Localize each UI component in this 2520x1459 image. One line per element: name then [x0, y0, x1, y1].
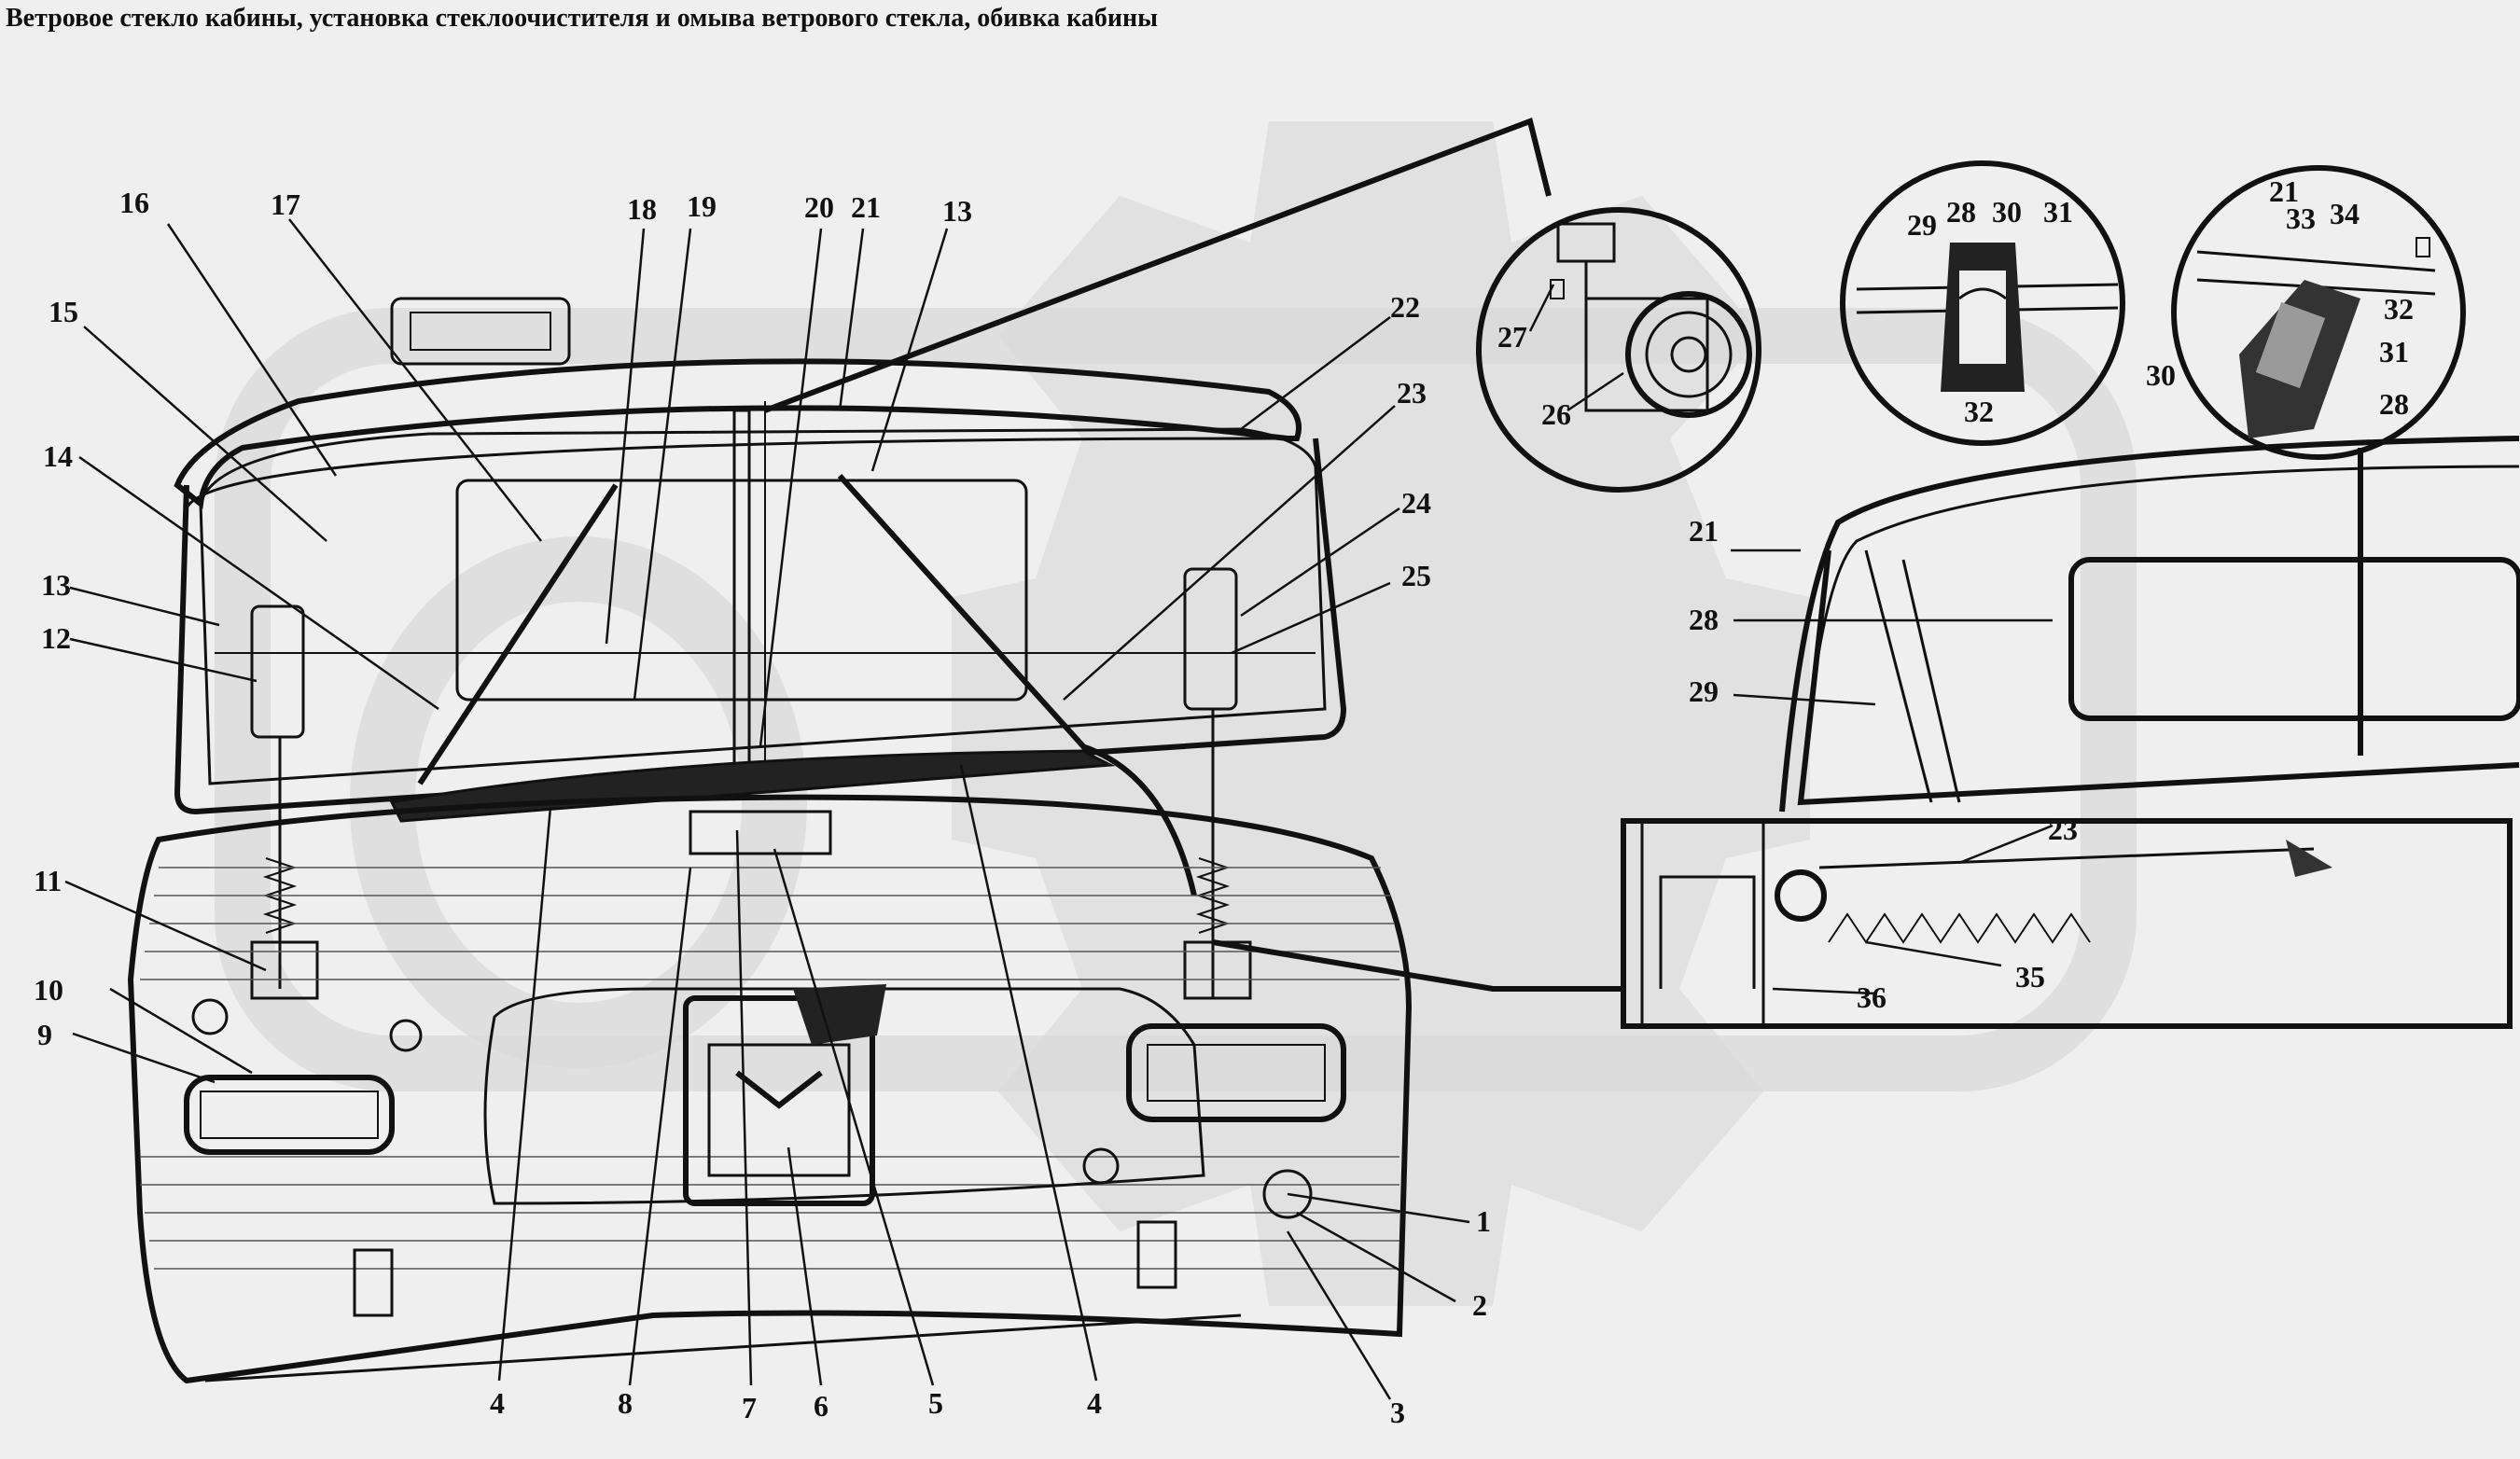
- callout-7: 7: [742, 1391, 757, 1424]
- detail-section-b-circle: [2171, 165, 2466, 460]
- callout-4-left: 4: [490, 1386, 505, 1420]
- leader-lines: [64, 218, 2054, 1400]
- callout-21-b: 21: [2269, 174, 2299, 208]
- callout-22: 22: [1390, 290, 1420, 324]
- callout-10: 10: [34, 973, 63, 1007]
- page-title: Ветровое стекло кабины, установка стекло…: [6, 4, 1159, 33]
- callout-17: 17: [271, 188, 300, 221]
- callout-5: 5: [928, 1386, 943, 1420]
- callout-35-side: 35: [2015, 960, 2045, 994]
- callout-13-left: 13: [41, 568, 71, 602]
- callout-20: 20: [804, 190, 834, 224]
- callout-26: 26: [1541, 397, 1571, 431]
- callout-21-side: 21: [1689, 514, 1719, 548]
- callout-30-b: 30: [2146, 358, 2176, 392]
- callout-31-b: 31: [2379, 335, 2409, 368]
- callout-4-right: 4: [1087, 1386, 1102, 1420]
- callout-15: 15: [49, 295, 78, 328]
- callout-13-top: 13: [942, 194, 972, 228]
- callout-9: 9: [37, 1018, 52, 1051]
- callout-labels: 1 2 3 4 4 5 6 7 8 9 10 11 12 13 13 14 15…: [34, 174, 2414, 1429]
- callout-12: 12: [41, 621, 71, 655]
- callout-23: 23: [1397, 376, 1427, 410]
- detail-motor-circle: [1476, 207, 1761, 493]
- callout-3: 3: [1390, 1396, 1405, 1429]
- callout-21-front: 21: [851, 190, 881, 224]
- callout-2: 2: [1472, 1288, 1487, 1322]
- detail-connector-line: [763, 118, 1552, 413]
- callout-23-side: 23: [2048, 813, 2078, 846]
- cab-front-view: [127, 297, 1623, 1384]
- callout-27: 27: [1497, 320, 1527, 354]
- callout-11: 11: [34, 864, 62, 897]
- callout-32-a: 32: [1964, 395, 1994, 428]
- callout-16: 16: [119, 186, 149, 219]
- callout-1: 1: [1476, 1204, 1491, 1238]
- callout-34-b: 34: [2330, 197, 2360, 230]
- callout-6: 6: [814, 1389, 828, 1423]
- callout-36-side: 36: [1857, 980, 1887, 1014]
- callout-31-a: 31: [2043, 195, 2073, 229]
- callout-19: 19: [687, 189, 717, 223]
- callout-18: 18: [627, 192, 657, 226]
- callout-33-b: 33: [2286, 201, 2316, 235]
- callout-29-a: 29: [1907, 208, 1937, 242]
- callout-30-a: 30: [1992, 195, 2022, 229]
- detail-section-a-circle: [1840, 160, 2125, 446]
- callout-8: 8: [618, 1386, 633, 1420]
- callout-28-b: 28: [2379, 387, 2409, 421]
- callout-28-a: 28: [1946, 195, 1976, 229]
- callout-25: 25: [1401, 559, 1431, 592]
- callout-14: 14: [43, 439, 73, 473]
- callout-32-b: 32: [2384, 292, 2414, 326]
- callout-29-side: 29: [1689, 674, 1719, 708]
- callout-24: 24: [1401, 486, 1431, 520]
- cab-side-view: [1621, 436, 2520, 1029]
- callout-28-side: 28: [1689, 603, 1719, 636]
